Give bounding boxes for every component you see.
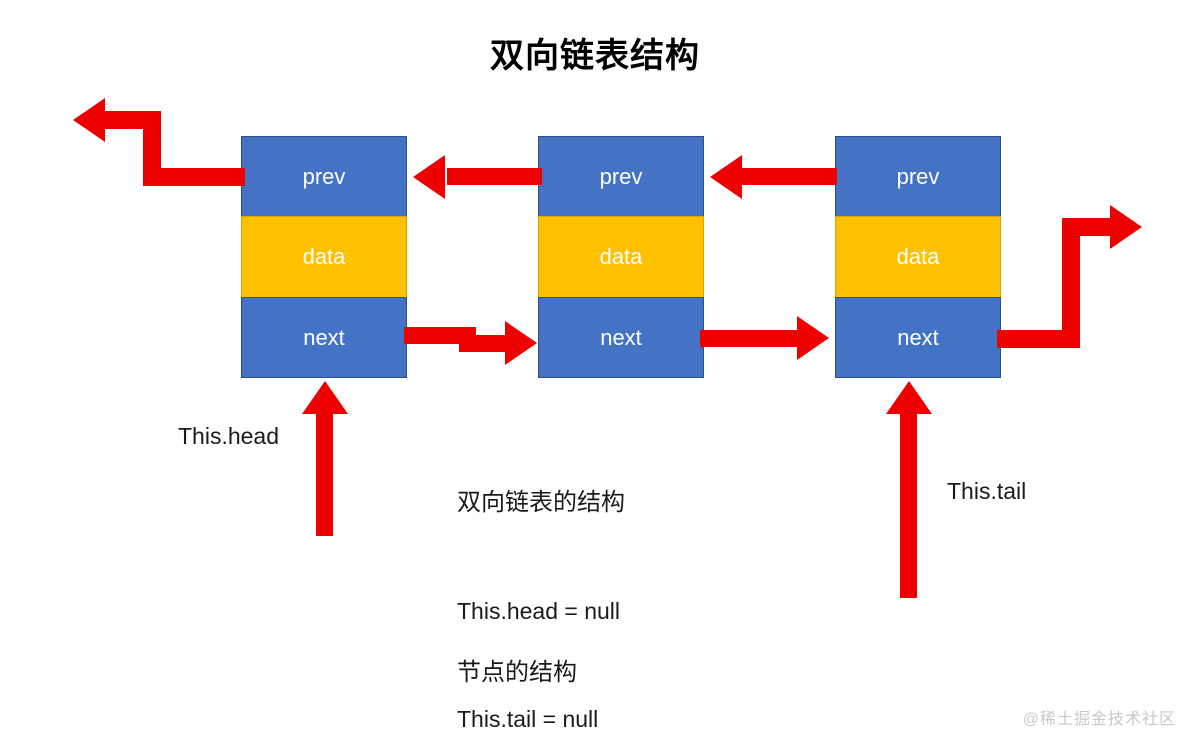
next-link-arrow-2-shaft bbox=[700, 330, 799, 347]
prev-null-arrowhead-icon bbox=[73, 98, 105, 142]
linked-list-node-3: prev data next bbox=[835, 136, 1001, 378]
next-null-arrowhead-icon bbox=[1110, 205, 1142, 249]
prev-null-arrow-horizontal-upper bbox=[105, 111, 161, 129]
prev-link-arrow-2-shaft bbox=[742, 168, 837, 185]
next-link-arrow-2-head-icon bbox=[797, 316, 829, 360]
next-link-arrow-1-head-icon bbox=[505, 321, 537, 365]
tail-pointer-arrow-shaft bbox=[900, 412, 917, 598]
list-structure-line-1: This.head = null bbox=[457, 598, 621, 624]
node-structure-note: 节点的结构 This.prev = null This.data = data … bbox=[457, 583, 623, 737]
head-pointer-arrow-shaft bbox=[316, 412, 333, 536]
list-structure-note: 双向链表的结构 This.head = null This.tail = nul… bbox=[457, 413, 625, 737]
list-structure-line-2: This.tail = null bbox=[457, 706, 599, 732]
next-null-arrow-horizontal-lower bbox=[997, 330, 1079, 348]
node-3-data-cell: data bbox=[835, 216, 1001, 298]
node-2-prev-cell: prev bbox=[538, 136, 704, 217]
head-pointer-arrowhead-icon bbox=[302, 381, 348, 414]
node-2-next-cell: next bbox=[538, 297, 704, 378]
prev-link-arrow-2-head-icon bbox=[710, 155, 742, 199]
prev-link-arrow-1-shaft bbox=[447, 168, 542, 185]
head-pointer-label: This.head bbox=[178, 423, 280, 449]
tail-pointer-arrowhead-icon bbox=[886, 381, 932, 414]
tail-pointer-label: This.tail bbox=[947, 478, 1027, 504]
prev-null-arrow-vertical bbox=[143, 111, 161, 186]
next-link-arrow-1-shaft-lower bbox=[459, 335, 509, 352]
node-3-next-cell: next bbox=[835, 297, 1001, 378]
prev-link-arrow-1-head-icon bbox=[413, 155, 445, 199]
prev-null-arrow-horizontal-lower bbox=[160, 168, 245, 186]
next-null-arrow-horizontal-upper bbox=[1062, 218, 1114, 236]
node-3-prev-cell: prev bbox=[835, 136, 1001, 217]
watermark: @稀土掘金技术社区 bbox=[1022, 711, 1176, 728]
node-1-next-cell: next bbox=[241, 297, 407, 378]
node-1-data-cell: data bbox=[241, 216, 407, 298]
node-2-data-cell: data bbox=[538, 216, 704, 298]
next-link-arrow-1-shaft-upper bbox=[404, 327, 476, 344]
node-1-prev-cell: prev bbox=[241, 136, 407, 217]
node-structure-heading: 节点的结构 bbox=[457, 659, 577, 686]
list-structure-heading: 双向链表的结构 bbox=[457, 489, 625, 516]
linked-list-node-2: prev data next bbox=[538, 136, 704, 378]
page-title: 双向链表结构 bbox=[490, 37, 700, 75]
linked-list-node-1: prev data next bbox=[241, 136, 407, 378]
next-null-arrow-vertical bbox=[1062, 218, 1080, 348]
